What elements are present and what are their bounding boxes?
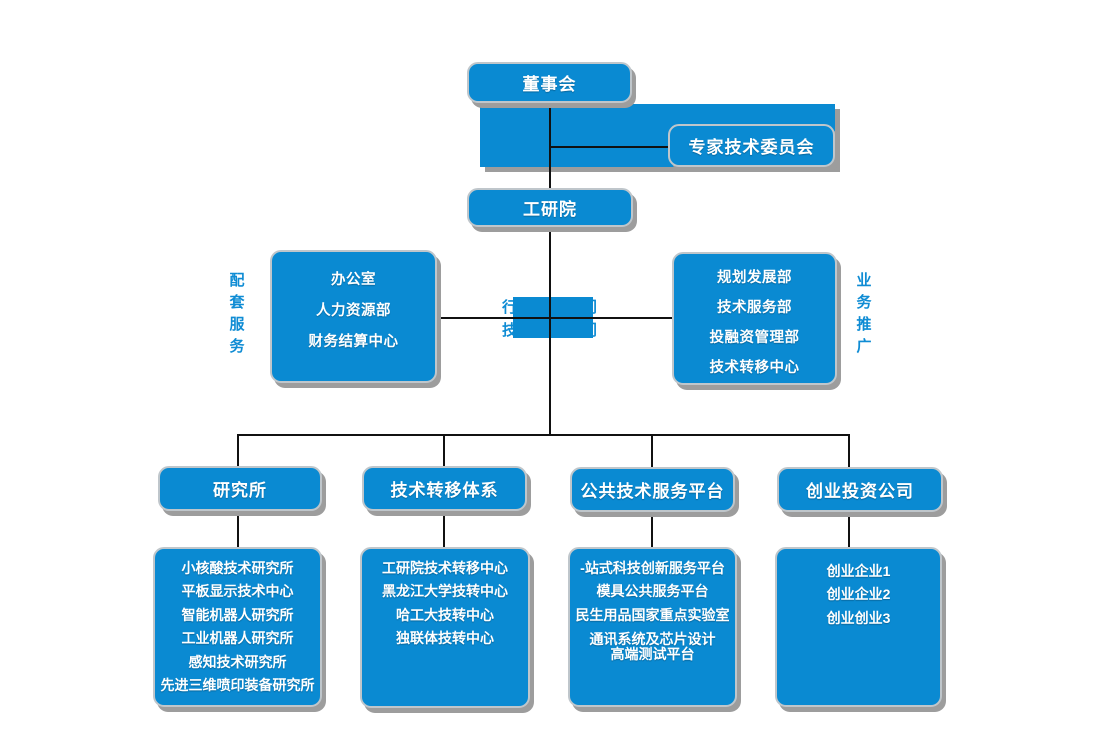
node-board-label: 董事会 — [522, 75, 577, 94]
vertical-label-char: 套 — [229, 294, 245, 311]
vertical-label-char: 务 — [856, 294, 872, 311]
column-header-label: 公共技术服务平台 — [580, 482, 725, 501]
list-item: 工业机器人研究所 — [181, 630, 294, 647]
node-expert-committee[interactable]: 专家技术委员会 — [668, 124, 835, 167]
connector-institute-trunk — [549, 227, 551, 435]
business-department-item: 投融资管理部 — [709, 329, 800, 346]
business-department-item: 规划发展部 — [717, 269, 792, 286]
list-item: 哈工大技转中心 — [396, 606, 494, 623]
connector-stub-col1-top — [237, 434, 239, 466]
business-department-item: 技术转移中心 — [709, 359, 800, 376]
vertical-label-char: 配 — [229, 272, 245, 289]
list-item: 智能机器人研究所 — [181, 606, 294, 623]
list-item: 创业创业3 — [826, 609, 891, 626]
list-item: 小核酸技术研究所 — [181, 559, 294, 576]
node-institute[interactable]: 工研院 — [467, 188, 633, 227]
node-institute-label: 工研院 — [523, 200, 577, 219]
node-tech-transfer-list[interactable]: 工研院技术转移中心 黑龙江大学技转中心 哈工大技转中心 独联体技转中心 — [360, 547, 530, 708]
list-item: 独联体技转中心 — [396, 630, 494, 647]
list-item: -站式科技创新服务平台 — [580, 559, 725, 576]
list-item: 先进三维喷印装备研究所 — [160, 677, 315, 694]
list-item: 通讯系统及芯片设计 高端测试平台 — [589, 630, 716, 662]
list-item: 感知技术研究所 — [188, 653, 287, 670]
vertical-label-char: 业 — [856, 272, 872, 289]
node-public-service-platform-list[interactable]: -站式科技创新服务平台 模具公共服务平台 民生用品国家重点实验室 通讯系统及芯片… — [568, 547, 737, 707]
connector-expert-committee — [549, 146, 669, 148]
column-header-label: 研究所 — [213, 481, 267, 500]
connector-left-right-box — [437, 317, 672, 319]
connector-stub-col3-top — [651, 434, 653, 467]
connector-stub-col4-top — [848, 434, 850, 467]
business-department-item: 技术服务部 — [717, 299, 792, 316]
connector-stub-col2-bottom — [443, 511, 445, 547]
connector-stub-col4-bottom — [848, 512, 850, 547]
connector-stub-col1-bottom — [237, 511, 239, 547]
support-department-item: 办公室 — [331, 272, 376, 288]
vertical-label-char: 推 — [856, 316, 872, 333]
list-item: 模具公共服务平台 — [596, 583, 709, 600]
node-support-departments[interactable]: 办公室 人力资源部 财务结算中心 — [270, 250, 437, 383]
list-item: 创业企业1 — [826, 562, 891, 579]
node-board[interactable]: 董事会 — [467, 62, 632, 103]
list-item: 创业企业2 — [826, 586, 891, 603]
connector-stub-col3-bottom — [651, 512, 653, 547]
vertical-label-char: 广 — [856, 338, 872, 355]
connector-distribution-bar — [237, 434, 850, 436]
node-research-institutes-header[interactable]: 研究所 — [158, 466, 322, 511]
list-item: 工研院技术转移中心 — [382, 559, 508, 576]
column-header-label: 创业投资公司 — [806, 482, 914, 501]
list-item: 民生用品国家重点实验室 — [575, 606, 730, 623]
column-header-label: 技术转移体系 — [390, 481, 499, 500]
node-research-institutes-list[interactable]: 小核酸技术研究所 平板显示技术中心 智能机器人研究所 工业机器人研究所 感知技术… — [153, 547, 322, 707]
support-department-item: 人力资源部 — [316, 303, 391, 319]
node-expert-committee-label: 专家技术委员会 — [688, 138, 815, 157]
node-venture-capital-header[interactable]: 创业投资公司 — [777, 467, 943, 512]
list-item: 黑龙江大学技转中心 — [382, 583, 508, 600]
support-department-item: 财务结算中心 — [308, 334, 399, 350]
connector-stub-col2-top — [443, 434, 445, 466]
connector-board-institute — [549, 103, 551, 188]
support-services-vertical-label: 配 套 服 务 — [227, 270, 247, 358]
node-tech-transfer-header[interactable]: 技术转移体系 — [362, 466, 527, 511]
vertical-label-char: 务 — [229, 338, 245, 355]
node-venture-capital-list[interactable]: 创业企业1 创业企业2 创业创业3 — [775, 547, 942, 707]
business-promotion-vertical-label: 业 务 推 广 — [854, 270, 874, 358]
vertical-label-char: 服 — [229, 316, 245, 333]
list-item: 平板显示技术中心 — [181, 583, 294, 600]
node-public-service-platform-header[interactable]: 公共技术服务平台 — [570, 467, 735, 512]
node-business-departments[interactable]: 规划发展部 技术服务部 投融资管理部 技术转移中心 — [672, 252, 837, 385]
